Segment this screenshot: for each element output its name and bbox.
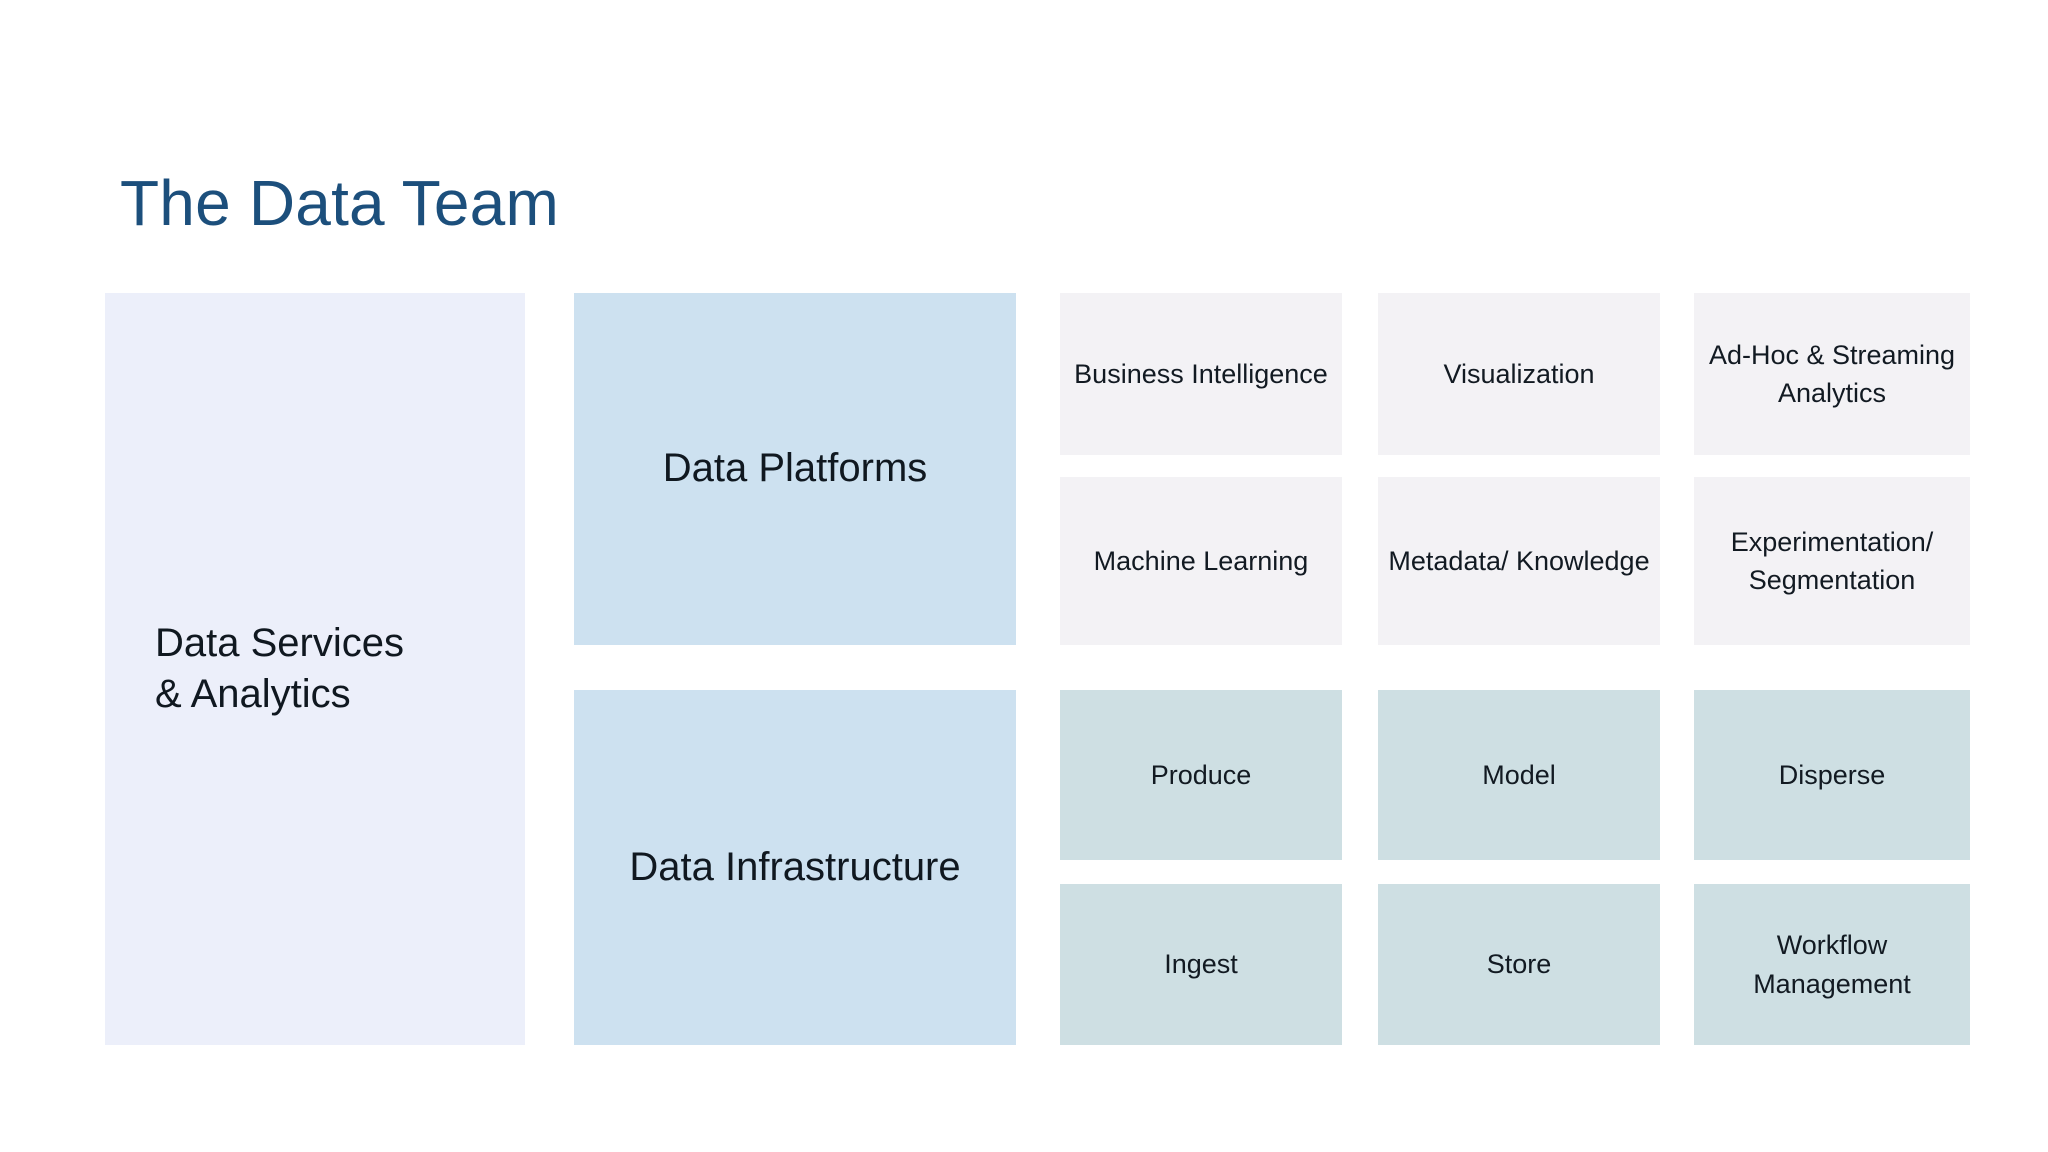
group-data-services-and-analytics-label: Data Services& Analytics	[155, 620, 404, 716]
cell-business-intelligence[interactable]: Business Intelligence	[1060, 293, 1342, 455]
group-data-infrastructure[interactable]: Data Infrastructure	[574, 690, 1016, 1045]
cell-store[interactable]: Store	[1378, 884, 1660, 1045]
group-data-platforms-label: Data Platforms	[662, 446, 928, 491]
cell-produce[interactable]: Produce	[1060, 690, 1342, 860]
cell-disperse[interactable]: Disperse	[1694, 690, 1970, 860]
group-data-services-and-analytics[interactable]: Data Services& Analytics	[105, 293, 525, 1045]
cell-metadata-knowledge[interactable]: Metadata/ Knowledge	[1378, 477, 1660, 645]
page-title: The Data Team	[120, 166, 559, 239]
cell-workflow-management[interactable]: Workflow Management	[1694, 884, 1970, 1045]
cell-machine-learning[interactable]: Machine Learning	[1060, 477, 1342, 645]
cell-model[interactable]: Model	[1378, 690, 1660, 860]
cell-experimentation-segmentation[interactable]: Experimentation/ Segmentation	[1694, 477, 1970, 645]
group-data-infrastructure-label: Data Infrastructure	[629, 844, 961, 889]
cell-ad-hoc-streaming-analytics[interactable]: Ad-Hoc & Streaming Analytics	[1694, 293, 1970, 455]
cell-visualization[interactable]: Visualization	[1378, 293, 1660, 455]
group-data-platforms[interactable]: Data Platforms	[574, 293, 1016, 645]
cell-ingest[interactable]: Ingest	[1060, 884, 1342, 1045]
